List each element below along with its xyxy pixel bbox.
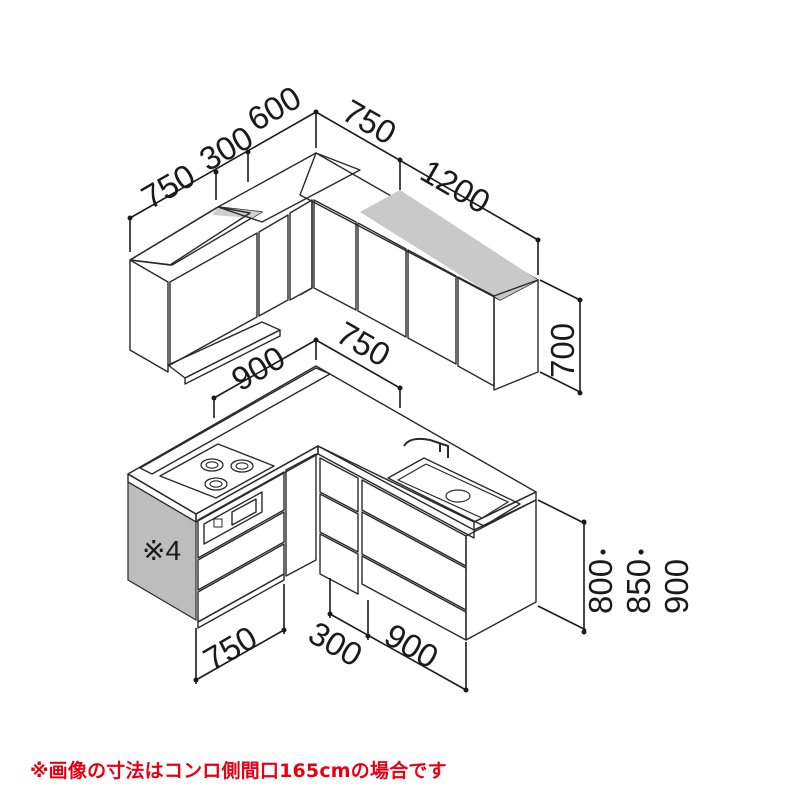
lower-right-corner-drawer-1 [319, 457, 359, 513]
dim-lower-height-850: 850 [620, 559, 657, 614]
upper-right-door-3 [457, 276, 495, 387]
upper-corner-door [289, 199, 313, 301]
upper-right-door-1 [357, 222, 407, 338]
left-side-panel [127, 480, 197, 622]
dim-lower-right-width: 900 [379, 616, 445, 676]
upper-left-door [169, 232, 258, 366]
burner-1 [200, 458, 224, 472]
dim-lower-left-width: 750 [197, 618, 263, 678]
upper-right-door-2 [407, 249, 457, 365]
dim-counter-right-depth: 750 [331, 314, 397, 374]
side-panel-note: ※4 [142, 535, 181, 566]
lower-right-corner-drawer-2 [319, 493, 359, 553]
base-cabinets [127, 365, 537, 641]
lower-left-drawer-1 [197, 511, 285, 591]
dim-lower-height-800: 800 [582, 559, 619, 614]
sink-drain [445, 489, 471, 503]
upper-corner-edge [299, 200, 313, 296]
upper-wall-cabinets [129, 152, 539, 391]
lower-dimension-lines [193, 337, 587, 693]
backsplash [139, 367, 331, 475]
upper-left-door-2 [258, 214, 289, 317]
upper-right-side-panel [493, 279, 539, 391]
burner-2 [230, 459, 254, 473]
upper-left-side-panel [129, 259, 169, 373]
dim-upper-right-depth: 750 [337, 92, 403, 152]
upper-right-top-gray [360, 190, 538, 300]
sink [387, 457, 521, 527]
footnote: ※画像の寸法はコンロ側間口165cmの場合です [30, 760, 447, 782]
control-knob-1 [213, 518, 223, 528]
dim-height-separator-2: ・ [629, 540, 656, 564]
upper-left-top-white [129, 206, 251, 266]
upper-corner-door-right [313, 199, 357, 311]
dim-upper-height: 700 [544, 323, 581, 378]
oven-window [231, 498, 257, 526]
burner-3 [204, 477, 228, 491]
upper-corner-top [217, 152, 361, 223]
dim-upper-filler-width: 600 [241, 78, 307, 138]
dim-counter-left-width: 900 [225, 338, 291, 398]
dim-upper-left-width: 750 [135, 156, 201, 216]
grill-front [203, 491, 263, 545]
dim-upper-corner-width: 300 [193, 118, 259, 178]
lower-right-corner-drawer-3 [319, 533, 359, 595]
countertop-front-right [317, 445, 475, 539]
lower-left-plinth [197, 573, 285, 629]
cooktop [159, 443, 275, 499]
lower-corner-panel [285, 453, 317, 577]
lower-right-end-panel [465, 499, 537, 641]
dim-height-separator-1: ・ [591, 540, 618, 564]
dim-lower-corner-width: 300 [303, 614, 369, 674]
control-panel [197, 471, 285, 559]
upper-dimension-lines [127, 109, 583, 396]
faucet [403, 437, 449, 458]
upper-left-shelf-front [184, 329, 281, 385]
dim-lower-height-900: 900 [658, 559, 695, 614]
lower-right-drawer-2 [361, 511, 467, 611]
